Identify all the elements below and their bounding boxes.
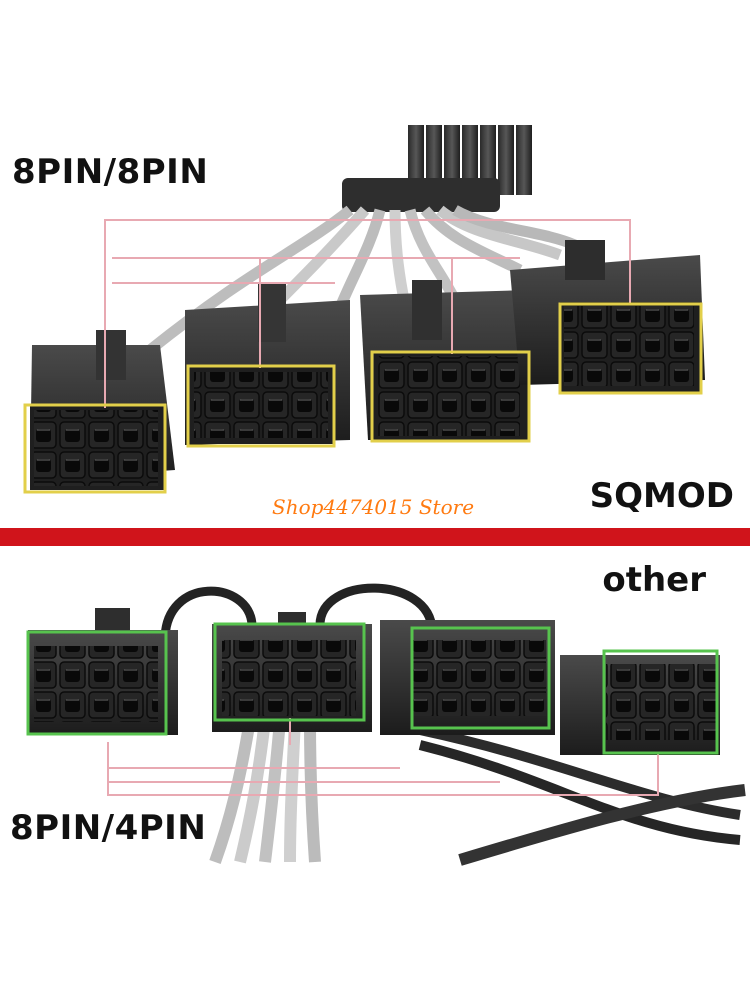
top-connector-2 (185, 282, 350, 445)
brand-label-sqmod: SQMOD (589, 476, 734, 516)
comparison-label-other: other (602, 560, 706, 600)
bottom-connector-3 (380, 620, 555, 735)
bottom-guide-lines (107, 718, 659, 796)
store-watermark: Shop4474015 Store (272, 495, 475, 519)
bottom-cable-bundle (209, 719, 746, 866)
top-guide-lines (104, 219, 631, 408)
top-connector-1 (30, 330, 175, 490)
connector-type-label-top: 8PIN/8PIN (12, 152, 209, 192)
bottom-connector-2 (212, 612, 372, 732)
connector-type-label-bottom: 8PIN/4PIN (10, 808, 207, 848)
bottom-connector-4 (560, 655, 720, 755)
top-cable-bundle (146, 125, 578, 355)
bottom-connector-photo (0, 546, 750, 1000)
top-connector-photo (23, 125, 705, 494)
bottom-highlight-boxes (26, 622, 719, 755)
top-highlight-boxes (23, 302, 703, 494)
top-connector-3 (360, 280, 530, 442)
section-divider (0, 528, 750, 546)
